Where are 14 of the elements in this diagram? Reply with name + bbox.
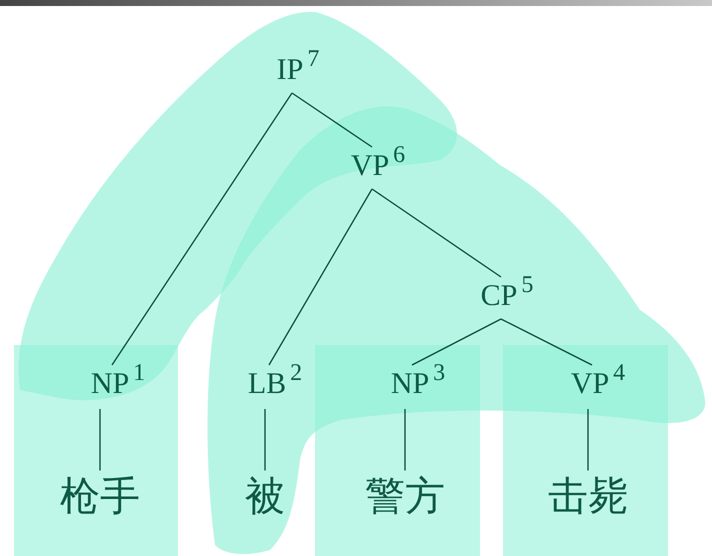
- word-label: 枪手: [60, 468, 140, 524]
- tree-branch: [111, 92, 293, 366]
- tree-branch: [404, 409, 406, 470]
- tree-branch: [372, 188, 502, 278]
- word-label: 被: [245, 468, 285, 524]
- tree-branch: [268, 188, 373, 366]
- tree-branch: [412, 318, 502, 366]
- tree-branch: [500, 318, 592, 366]
- tree-branch: [587, 409, 589, 470]
- tree-branch: [264, 409, 266, 470]
- tree-branch: [292, 92, 372, 148]
- tree-branch: [99, 409, 101, 470]
- word-label: 击毙: [548, 468, 628, 524]
- word-label: 警方: [365, 468, 445, 524]
